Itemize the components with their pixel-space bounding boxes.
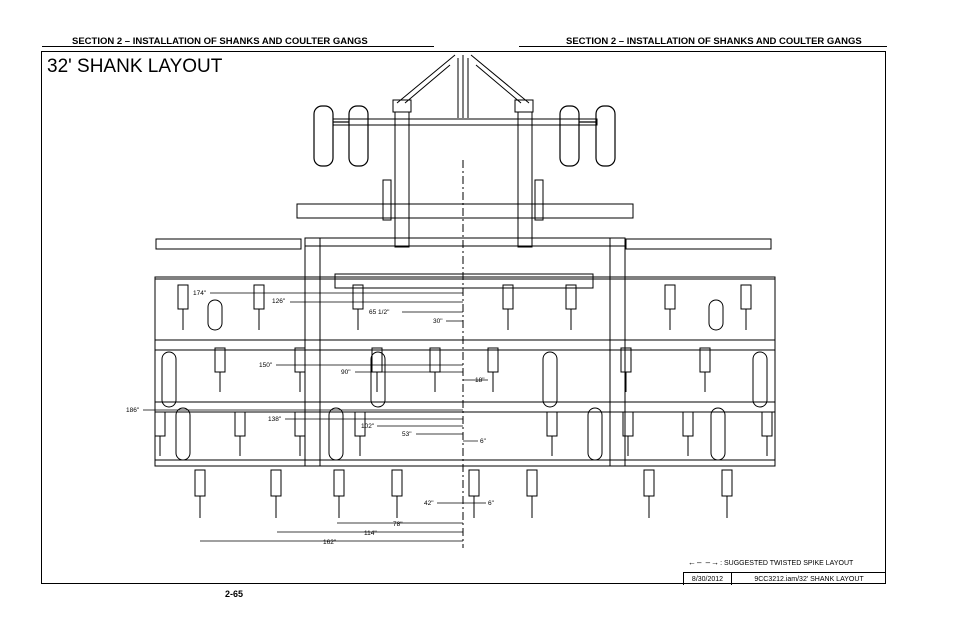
section-header-left: SECTION 2 – INSTALLATION OF SHANKS AND C… bbox=[72, 36, 368, 47]
dim-53: 53" bbox=[402, 431, 412, 438]
dim-114: 114" bbox=[364, 530, 377, 537]
dimension-lines bbox=[143, 292, 488, 542]
dim-90: 90" bbox=[341, 369, 351, 376]
hitch-tongue bbox=[392, 54, 534, 118]
dim-42: 42" bbox=[424, 500, 434, 507]
header-rule-left bbox=[42, 46, 434, 47]
page-title: 32' SHANK LAYOUT bbox=[47, 56, 223, 77]
shank-row-3 bbox=[154, 411, 773, 456]
dim-102: 102" bbox=[361, 423, 375, 430]
dim-6b: 6" bbox=[488, 500, 495, 507]
frame-bars bbox=[154, 203, 776, 467]
dim-18: 18" bbox=[475, 377, 485, 384]
gauge-wheels bbox=[161, 299, 768, 461]
shank-row-1 bbox=[177, 284, 752, 330]
dim-174: 174" bbox=[193, 290, 207, 297]
transport-wheels bbox=[313, 105, 616, 167]
header-rule-right bbox=[519, 46, 887, 47]
drawing-file-name: 9CC3212.iam/32' SHANK LAYOUT bbox=[754, 575, 864, 583]
drawing-frame bbox=[41, 51, 886, 584]
dim-30: 30" bbox=[433, 318, 443, 325]
dim-126: 126" bbox=[272, 298, 286, 305]
dim-78: 78" bbox=[393, 521, 403, 528]
shank-row-4 bbox=[194, 469, 733, 518]
dim-162: 162" bbox=[323, 539, 337, 546]
legend-arrow-symbol: ←– –→ bbox=[688, 558, 721, 567]
shank-row-2 bbox=[214, 347, 711, 392]
drawing-date: 8/30/2012 bbox=[683, 573, 732, 585]
dim-186: 186" bbox=[126, 407, 140, 414]
dim-6a: 6" bbox=[480, 438, 487, 445]
title-block: 8/30/2012 9CC3212.iam/32' SHANK LAYOUT bbox=[683, 572, 886, 585]
page-number: 2-65 bbox=[225, 589, 244, 599]
legend-text: : SUGGESTED TWISTED SPIKE LAYOUT bbox=[720, 560, 854, 567]
section-header-right: SECTION 2 – INSTALLATION OF SHANKS AND C… bbox=[566, 36, 862, 47]
twisted-spike-legend: ←– –→: SUGGESTED TWISTED SPIKE LAYOUT bbox=[688, 558, 853, 567]
dim-65-5: 65 1/2" bbox=[369, 309, 390, 316]
axle-frame bbox=[332, 111, 598, 248]
dim-150: 150" bbox=[259, 362, 273, 369]
dim-138: 138" bbox=[268, 416, 282, 423]
